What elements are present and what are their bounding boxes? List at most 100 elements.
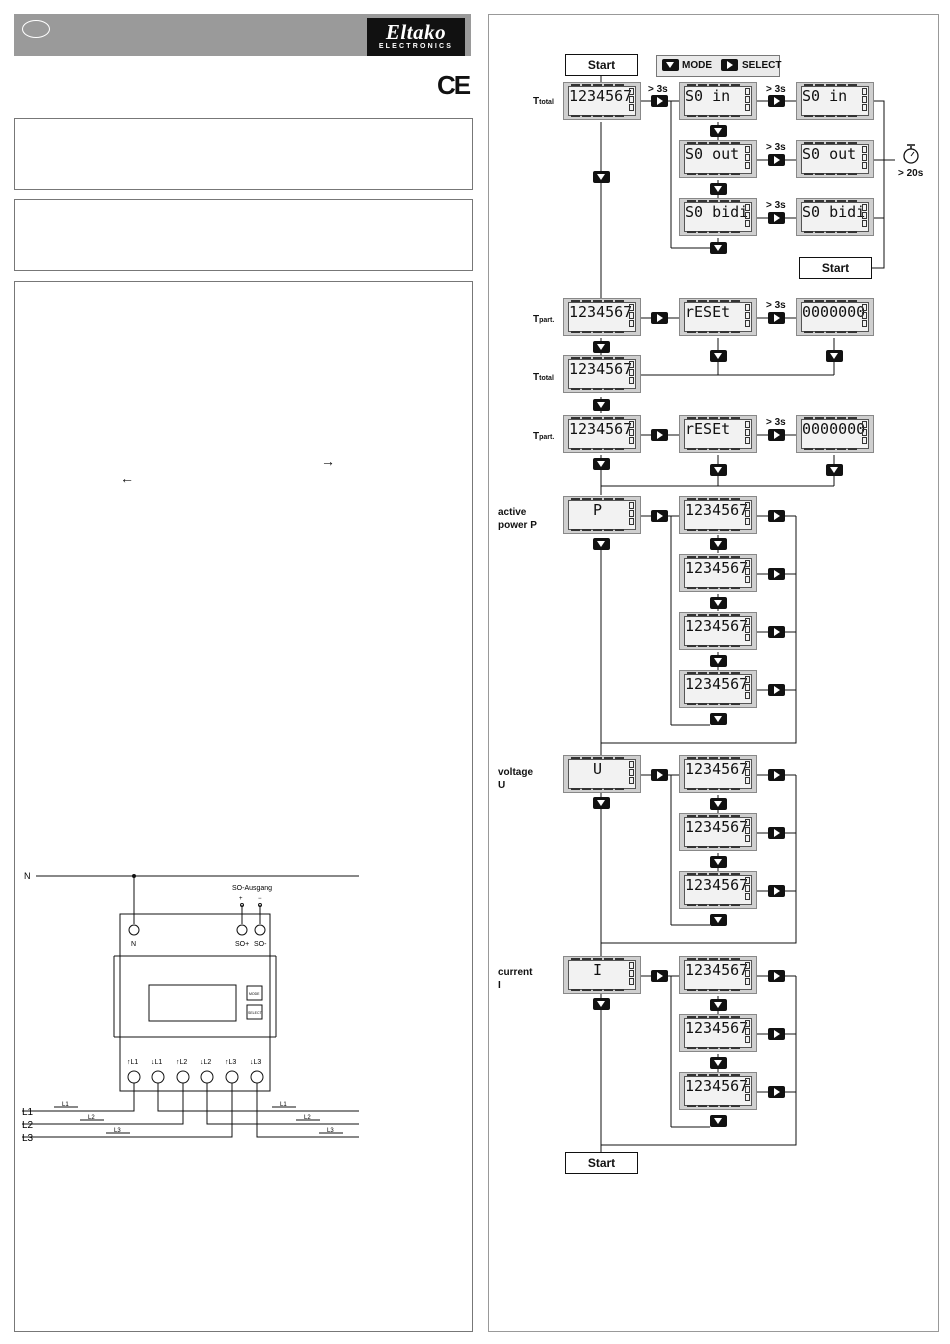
lcd-segment <box>687 556 696 558</box>
lcd-indicator <box>745 618 750 625</box>
select-button-icon <box>768 154 785 166</box>
lcd-segment <box>687 1016 696 1018</box>
flow-label: L3 <box>114 1128 121 1134</box>
lcd-indicator <box>629 96 634 103</box>
lcd-indicator <box>629 502 634 509</box>
lcd-segment <box>582 388 591 390</box>
lcd-segment <box>826 231 835 233</box>
lcd-segment <box>720 757 729 759</box>
lcd-segment <box>837 331 846 333</box>
device-mode-button: MODE <box>249 992 260 996</box>
lcd-segment <box>604 331 613 333</box>
button-legend: MODE SELECT <box>656 55 781 77</box>
text-box-2 <box>14 199 473 271</box>
lcd-indicator <box>629 518 634 525</box>
lcd-segment <box>709 300 718 302</box>
lcd-text: 1234567 <box>685 559 749 577</box>
lcd-text: 0000000 <box>802 420 866 438</box>
lcd-segment <box>709 115 718 117</box>
lcd-segment <box>698 173 707 175</box>
lcd-segment <box>815 331 824 333</box>
lcd-segment <box>593 357 602 359</box>
lcd-segment <box>698 498 707 500</box>
lcd-segment <box>837 417 846 419</box>
mode-button-icon <box>593 797 610 809</box>
lcd-segment <box>720 1047 729 1049</box>
lcd-segment <box>604 84 613 86</box>
lcd-display: 1234567 <box>679 670 757 708</box>
lcd-indicator <box>745 437 750 444</box>
lcd-indicator <box>862 429 867 436</box>
start-box-top: Start <box>565 54 638 76</box>
select-button-icon <box>651 95 668 107</box>
lcd-segment <box>709 587 718 589</box>
lcd-segment <box>604 788 613 790</box>
lcd-segment <box>687 115 696 117</box>
lcd-segment <box>604 300 613 302</box>
wiring-n-label: N <box>24 871 31 881</box>
lcd-indicator <box>862 146 867 153</box>
mode-button-icon <box>710 856 727 868</box>
hold-3s-label: > 3s <box>766 300 786 311</box>
lcd-indicator <box>745 162 750 169</box>
lcd-segment <box>571 115 580 117</box>
wiring-diagram: N SO-Ausgang + − N SO+ SO- MODE SELECT ↑… <box>22 871 359 1144</box>
lcd-segment <box>593 757 602 759</box>
lcd-text: S0 bidi <box>685 203 749 221</box>
select-button-icon <box>768 1028 785 1040</box>
lcd-segment <box>837 200 846 202</box>
t-total-sub: total <box>539 99 554 106</box>
lcd-indicator <box>629 361 634 368</box>
lcd-text: 1234567 <box>685 818 749 836</box>
mode-button-icon <box>710 597 727 609</box>
lcd-segment <box>731 1105 740 1107</box>
lcd-indicator <box>745 835 750 842</box>
lcd-indicator <box>745 1078 750 1085</box>
lcd-display: S0 in <box>679 82 757 120</box>
line-label: L3 <box>22 1133 34 1144</box>
lcd-segment <box>804 173 813 175</box>
flow-label: L1 <box>62 1102 69 1108</box>
lcd-segment <box>731 645 740 647</box>
lcd-segment <box>709 873 718 875</box>
lcd-segment <box>593 448 602 450</box>
lcd-segment <box>687 1047 696 1049</box>
so-minus-sign: − <box>258 896 262 902</box>
lcd-segment <box>826 417 835 419</box>
lcd-segment <box>826 200 835 202</box>
lcd-segment <box>815 115 824 117</box>
lcd-text: P <box>593 501 603 519</box>
lcd-indicator <box>862 437 867 444</box>
lcd-segment <box>687 1105 696 1107</box>
lcd-segment <box>698 614 707 616</box>
lcd-segment <box>815 417 824 419</box>
lcd-segment <box>593 529 602 531</box>
mode-button-icon <box>593 341 610 353</box>
lcd-segment <box>593 958 602 960</box>
lcd-segment <box>687 958 696 960</box>
lcd-text: I <box>593 961 603 979</box>
arrow-right-icon: → <box>321 453 335 469</box>
lcd-indicator <box>862 204 867 211</box>
lcd-indicator <box>745 576 750 583</box>
lcd-segment <box>709 1074 718 1076</box>
lcd-segment <box>731 587 740 589</box>
lcd-segment <box>720 200 729 202</box>
lcd-segment <box>698 331 707 333</box>
mode-button-icon <box>710 999 727 1011</box>
lcd-segment <box>826 331 835 333</box>
lcd-indicator <box>745 1036 750 1043</box>
lcd-segment <box>731 142 740 144</box>
lcd-text: S0 out <box>802 145 857 163</box>
select-button-icon <box>768 885 785 897</box>
lcd-segment <box>826 173 835 175</box>
lcd-segment <box>720 1105 729 1107</box>
lcd-segment <box>615 788 624 790</box>
mode-button-icon <box>710 538 727 550</box>
lcd-segment <box>604 388 613 390</box>
lcd-indicator <box>745 978 750 985</box>
lcd-text: 1234567 <box>685 760 749 778</box>
lcd-segment <box>720 556 729 558</box>
lcd-segment <box>698 958 707 960</box>
lcd-segment <box>698 645 707 647</box>
